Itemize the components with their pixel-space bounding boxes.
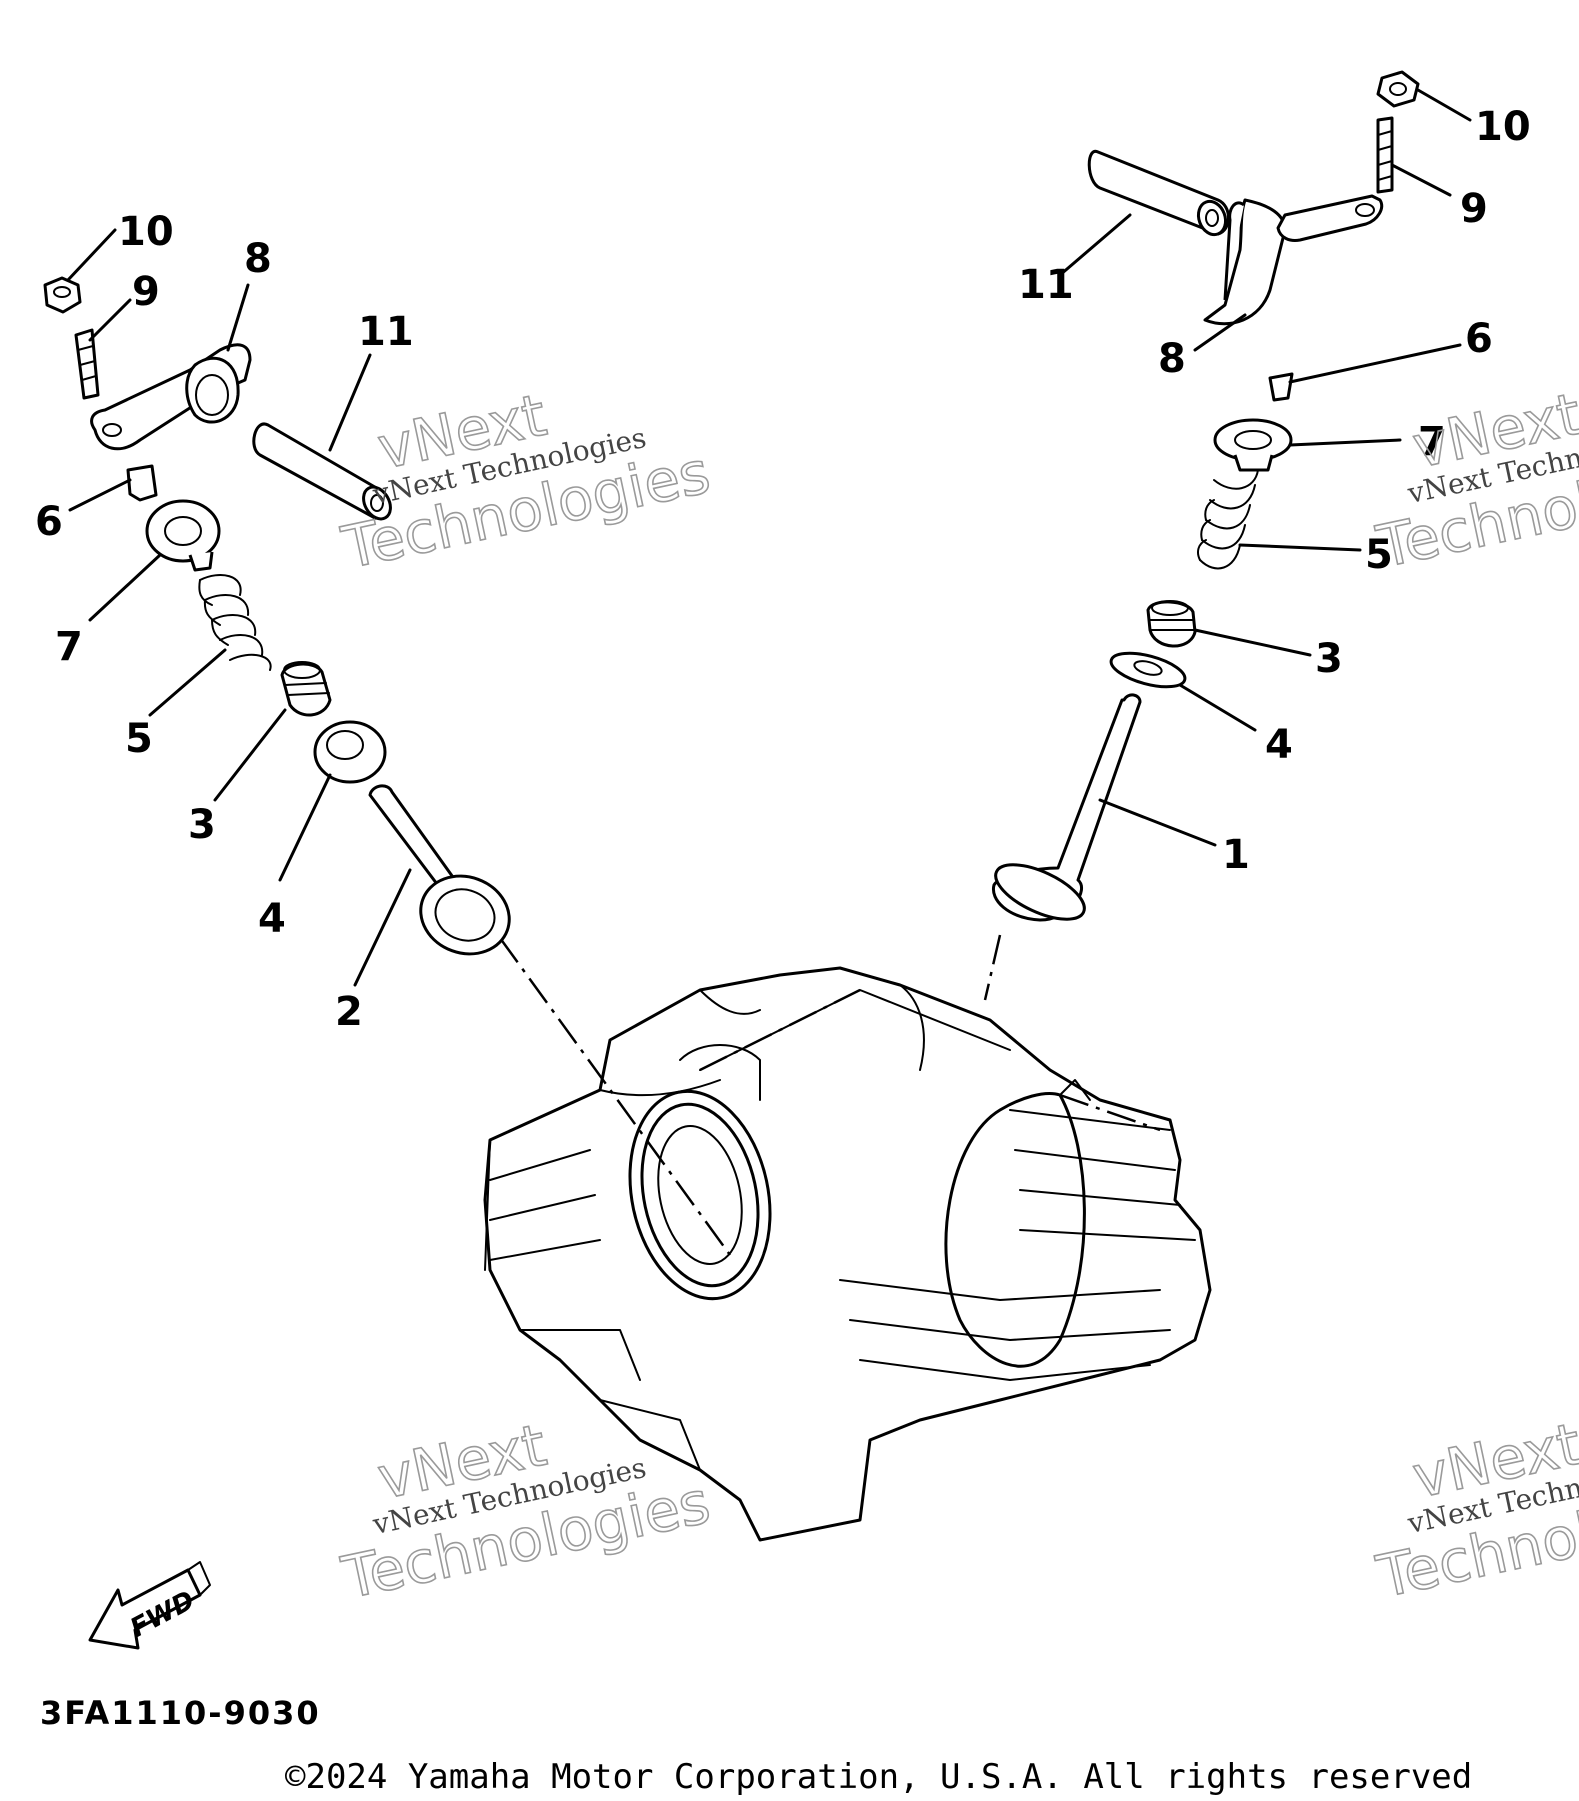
rocker-shaft-right [1087,149,1230,237]
callout-9-left: 9 [132,269,160,315]
callout-11-left: 11 [358,309,414,355]
part-code: 3FA1110-9030 [40,1694,321,1732]
callout-3-left: 3 [188,802,216,848]
callout-1-right: 1 [1222,832,1250,878]
exhaust-valve [991,693,1142,922]
cylinder-head [483,966,1212,1542]
valve-stem-seal-right [1146,600,1197,648]
spring-seat-left [313,720,387,784]
callout-numbers-left: 10 9 8 11 6 7 5 3 4 2 [35,209,414,1035]
adjusting-screw-right [1376,116,1394,194]
copyright-notice: ©2024 Yamaha Motor Corporation, U.S.A. A… [285,1757,1472,1797]
callout-11-right: 11 [1018,262,1074,308]
callout-6-left: 6 [35,499,63,545]
alignment-lines [498,934,1161,1256]
callout-9-right: 9 [1460,186,1488,232]
callout-7-right: 7 [1418,419,1446,465]
callout-10-right: 10 [1475,104,1531,150]
fwd-arrow: FWD [88,1561,211,1650]
valve-cotter-right [1268,372,1294,402]
locknut-right [1376,70,1420,108]
rocker-shaft-left [252,422,392,521]
spring-retainer-left [145,499,221,572]
callout-5-left: 5 [125,716,153,762]
callout-6-right: 6 [1465,316,1493,362]
callout-8-left: 8 [244,236,272,282]
locknut-left [43,276,82,314]
callout-4-left: 4 [258,896,286,942]
watermark-top-left: vNext vNext Technologies Technologies [335,380,716,583]
adjusting-screw-left [74,328,100,400]
valve-cotter-left [126,464,158,502]
watermark-bottom-right: vNext vNext Technologies Technologies [1370,1409,1579,1612]
leader-lines [66,88,1472,987]
callout-3-right: 3 [1315,636,1343,682]
valve-stem-seal-left [280,661,332,717]
callout-10-left: 10 [118,209,174,255]
spring-seat-right [1109,651,1187,689]
callout-5-right: 5 [1365,532,1393,578]
rocker-arm-left [90,343,252,451]
watermark-top-right: vNext vNext Technologies Technologies [1370,379,1579,582]
left-valve-assembly [43,276,511,956]
valve-spring-right [1197,469,1259,570]
callout-7-left: 7 [55,624,83,670]
spring-retainer-right [1213,418,1293,472]
callout-4-right: 4 [1265,722,1293,768]
right-valve-assembly [991,70,1420,922]
valve-spring-left [198,574,272,671]
intake-valve [368,784,511,956]
callout-8-right: 8 [1158,336,1186,382]
callout-numbers-right: 10 9 11 8 6 7 5 3 4 1 [1018,104,1531,878]
callout-2-left: 2 [335,989,363,1035]
rocker-arm-right [1203,194,1384,326]
